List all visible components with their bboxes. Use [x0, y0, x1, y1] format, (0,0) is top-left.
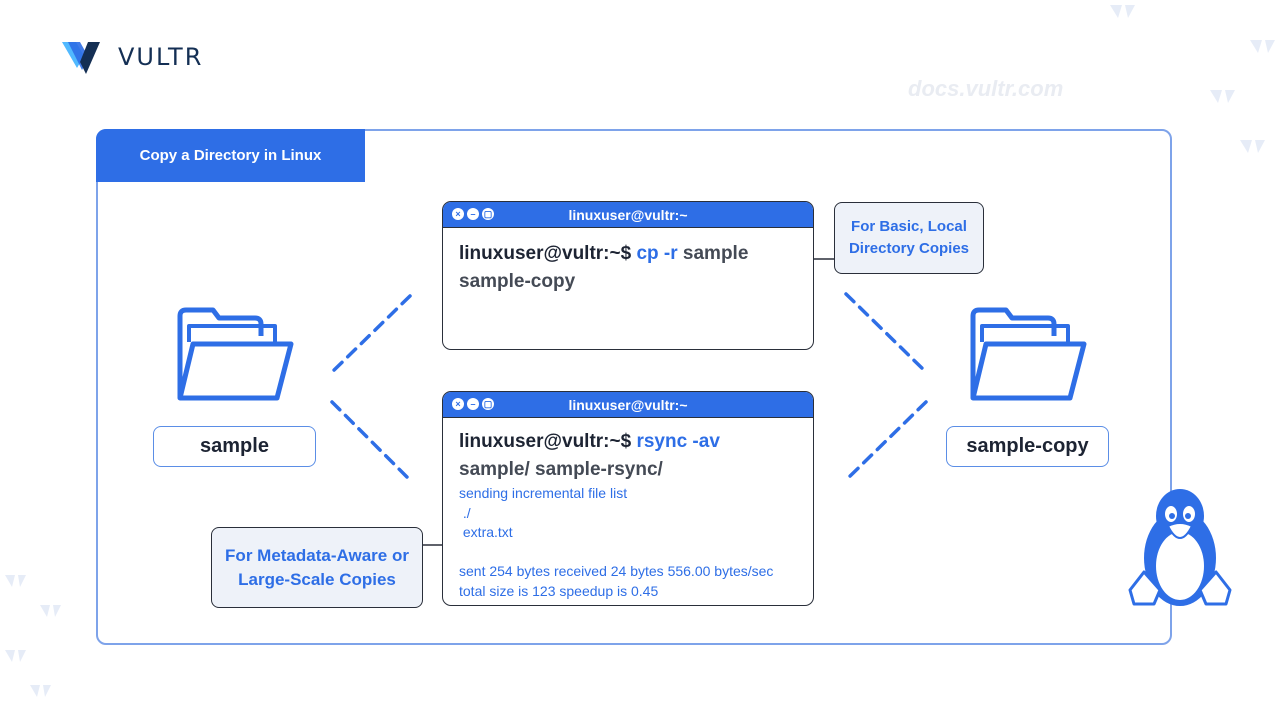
close-icon[interactable]: × — [452, 208, 464, 220]
maximize-icon[interactable]: ▢ — [482, 208, 494, 220]
minimize-icon[interactable]: – — [467, 208, 479, 220]
close-icon[interactable]: × — [452, 398, 464, 410]
command-args: sample — [682, 243, 749, 264]
terminal-title: linuxuser@vultr:~ — [568, 396, 688, 413]
callout-line: Directory Copies — [848, 240, 970, 257]
command-args: sample-copy — [459, 271, 576, 292]
terminal-title: linuxuser@vultr:~ — [568, 206, 688, 223]
minimize-icon[interactable]: – — [467, 398, 479, 410]
command-line: linuxuser@vultr:~$ cp -r sample — [459, 240, 797, 268]
diagram-frame — [96, 129, 1172, 645]
command-keyword: rsync -av — [636, 431, 720, 452]
terminal-cp: × – ▢ linuxuser@vultr:~ linuxuser@vultr:… — [442, 201, 814, 350]
brand-name: VULTR — [118, 43, 204, 71]
decorative-chevrons-icon — [5, 575, 61, 697]
command-args: sample/ sample-rsync/ — [459, 459, 663, 480]
tux-penguin-icon — [1128, 489, 1232, 606]
folder-icon — [177, 307, 294, 401]
callout-metadata: For Metadata-Aware or Large-Scale Copies — [211, 527, 423, 608]
terminal-rsync: × – ▢ linuxuser@vultr:~ linuxuser@vultr:… — [442, 391, 814, 606]
dest-folder-label: sample-copy — [946, 426, 1109, 467]
callout-line: For Metadata-Aware or — [225, 545, 409, 565]
callout-line: Large-Scale Copies — [238, 569, 396, 589]
output-line: ./ — [459, 504, 471, 521]
folder-icon — [970, 307, 1087, 401]
decorative-chevrons-icon — [1110, 5, 1275, 153]
terminal-titlebar: × – ▢ linuxuser@vultr:~ — [443, 392, 813, 418]
output-line: extra.txt — [459, 524, 513, 540]
callout-line: For Basic, Local — [851, 218, 967, 235]
output-line: total size is 123 speedup is 0.45 — [459, 582, 659, 599]
output-line: sent 254 bytes received 24 bytes 556.00 … — [459, 563, 774, 579]
diagram-title: Copy a Directory in Linux — [96, 129, 365, 182]
shell-prompt: linuxuser@vultr:~$ — [459, 431, 632, 452]
vultr-logo-icon — [62, 42, 100, 74]
callout-basic: For Basic, Local Directory Copies — [834, 202, 984, 274]
watermark-text: docs.vultr.com — [908, 76, 1064, 101]
command-line: linuxuser@vultr:~$ rsync -av — [459, 428, 797, 456]
output-line: sending incremental file list — [459, 485, 628, 501]
maximize-icon[interactable]: ▢ — [482, 398, 494, 410]
source-folder-label: sample — [153, 426, 316, 467]
terminal-titlebar: × – ▢ linuxuser@vultr:~ — [443, 202, 813, 228]
command-output: sending incremental file list ./ extra.t… — [459, 484, 797, 601]
shell-prompt: linuxuser@vultr:~$ — [459, 243, 632, 264]
output-line — [459, 543, 797, 563]
command-keyword: cp -r — [636, 243, 678, 264]
